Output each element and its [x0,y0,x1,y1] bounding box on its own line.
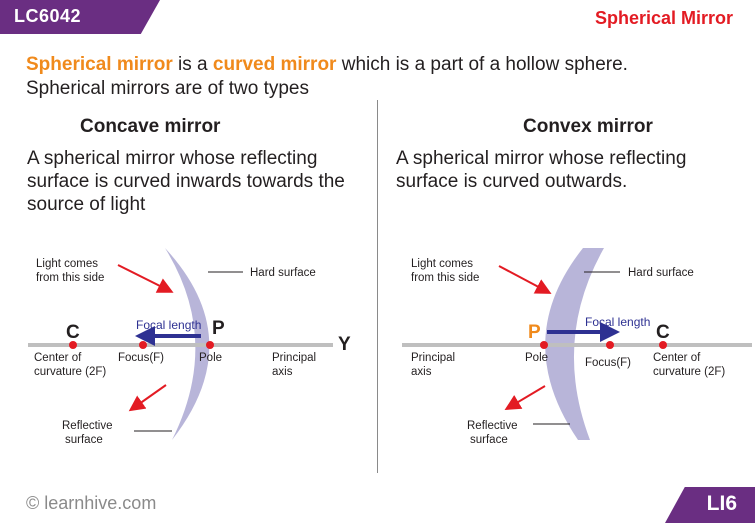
convex-pole-point [540,341,548,349]
convex-reflective-arrow [504,385,546,411]
concave-focal-length-label: Focal length [136,318,201,332]
intro-line-2: Spherical mirrors are of two types [26,78,309,99]
convex-point-c: C [656,322,670,343]
intro-text-a: is a [172,54,213,75]
concave-pole-label: Pole [199,352,222,364]
concave-mirror-shape [165,248,210,440]
lesson-code: LC6042 [14,6,82,26]
concave-point-p: P [212,318,225,339]
footer-brand: © learnhive.com [26,493,157,513]
convex-light-label-1: Light comes [411,258,473,270]
concave-point-c: C [66,322,80,343]
convex-focal-length-label: Focal length [585,315,650,329]
concave-focus-point [139,341,147,349]
column-divider [377,100,378,473]
convex-center-label-2: curvature (2F) [653,366,725,378]
concave-center-label-1: Center of [34,352,82,364]
concave-diagram: Light comes from this side Hard surface … [28,248,351,446]
concave-center-label-2: curvature (2F) [34,366,106,378]
concave-hard-surface-label: Hard surface [250,267,316,279]
convex-center-point [659,341,667,349]
intro-line-1: Spherical mirror is a curved mirror whic… [26,54,628,76]
concave-description: A spherical mirror whose reflecting surf… [27,148,345,215]
convex-reflective-label-1: Reflective [467,420,518,432]
convex-reflective-label-2: surface [470,434,508,446]
convex-heading: Convex mirror [523,116,653,137]
concave-pole-point [206,341,214,349]
term-curved-mirror: curved mirror [212,54,337,75]
convex-principal-label-1: Principal [411,352,455,364]
concave-reflective-arrow [128,384,167,412]
convex-pole-label: Pole [525,352,548,364]
convex-center-label-1: Center of [653,352,701,364]
page-title: Spherical Mirror [594,8,733,28]
intro-text-b: which is a part of a hollow sphere. [336,54,628,75]
concave-light-label-2: from this side [36,272,104,284]
convex-hard-surface-label: Hard surface [628,267,694,279]
concave-reflective-label-2: surface [65,434,103,446]
convex-light-arrow [498,265,552,294]
concave-heading: Concave mirror [80,116,221,137]
concave-light-arrow [117,264,174,293]
concave-principal-label-2: axis [272,366,293,378]
convex-focus-point [606,341,614,349]
page-number: LI6 [706,492,737,515]
lesson-code-tab [0,0,160,34]
concave-center-point [69,341,77,349]
term-spherical-mirror: Spherical mirror [26,54,173,75]
concave-light-label-1: Light comes [36,258,98,270]
concave-point-y: Y [338,334,351,355]
convex-mirror-shape [545,248,604,440]
convex-diagram: Light comes from this side Hard surface … [402,248,752,446]
concave-focus-label: Focus(F) [118,352,164,364]
convex-focus-label: Focus(F) [585,357,631,369]
convex-point-p: P [528,322,541,343]
convex-description: A spherical mirror whose reflecting surf… [396,148,687,192]
convex-light-label-2: from this side [411,272,479,284]
concave-reflective-label-1: Reflective [62,420,113,432]
concave-principal-label-1: Principal [272,352,316,364]
convex-principal-label-2: axis [411,366,432,378]
